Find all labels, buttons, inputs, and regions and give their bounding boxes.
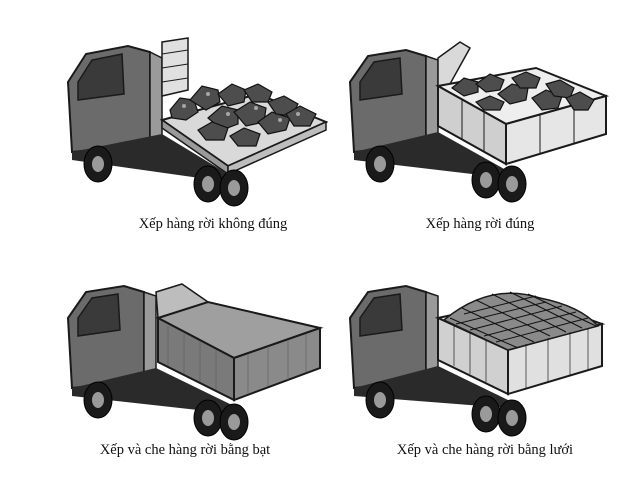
net-icon <box>348 284 606 437</box>
panel-tarp-covered <box>58 262 328 447</box>
caption-net-covered: Xếp và che hàng rời bằng lưới <box>396 442 574 458</box>
panel-correct-loading <box>340 24 610 214</box>
caption-incorrect-loading: Xếp hàng rời không đúng <box>138 216 288 232</box>
caption-correct-loading: Xếp hàng rời đúng <box>425 216 535 232</box>
flatbed-truck-icon <box>66 37 328 207</box>
panel-net-covered <box>340 262 610 447</box>
panel-incorrect-loading <box>58 24 328 214</box>
tarp-icon <box>66 283 324 441</box>
caption-tarp-covered: Xếp và che hàng rời bằng bạt <box>99 442 271 458</box>
dump-truck-icon <box>348 41 610 203</box>
